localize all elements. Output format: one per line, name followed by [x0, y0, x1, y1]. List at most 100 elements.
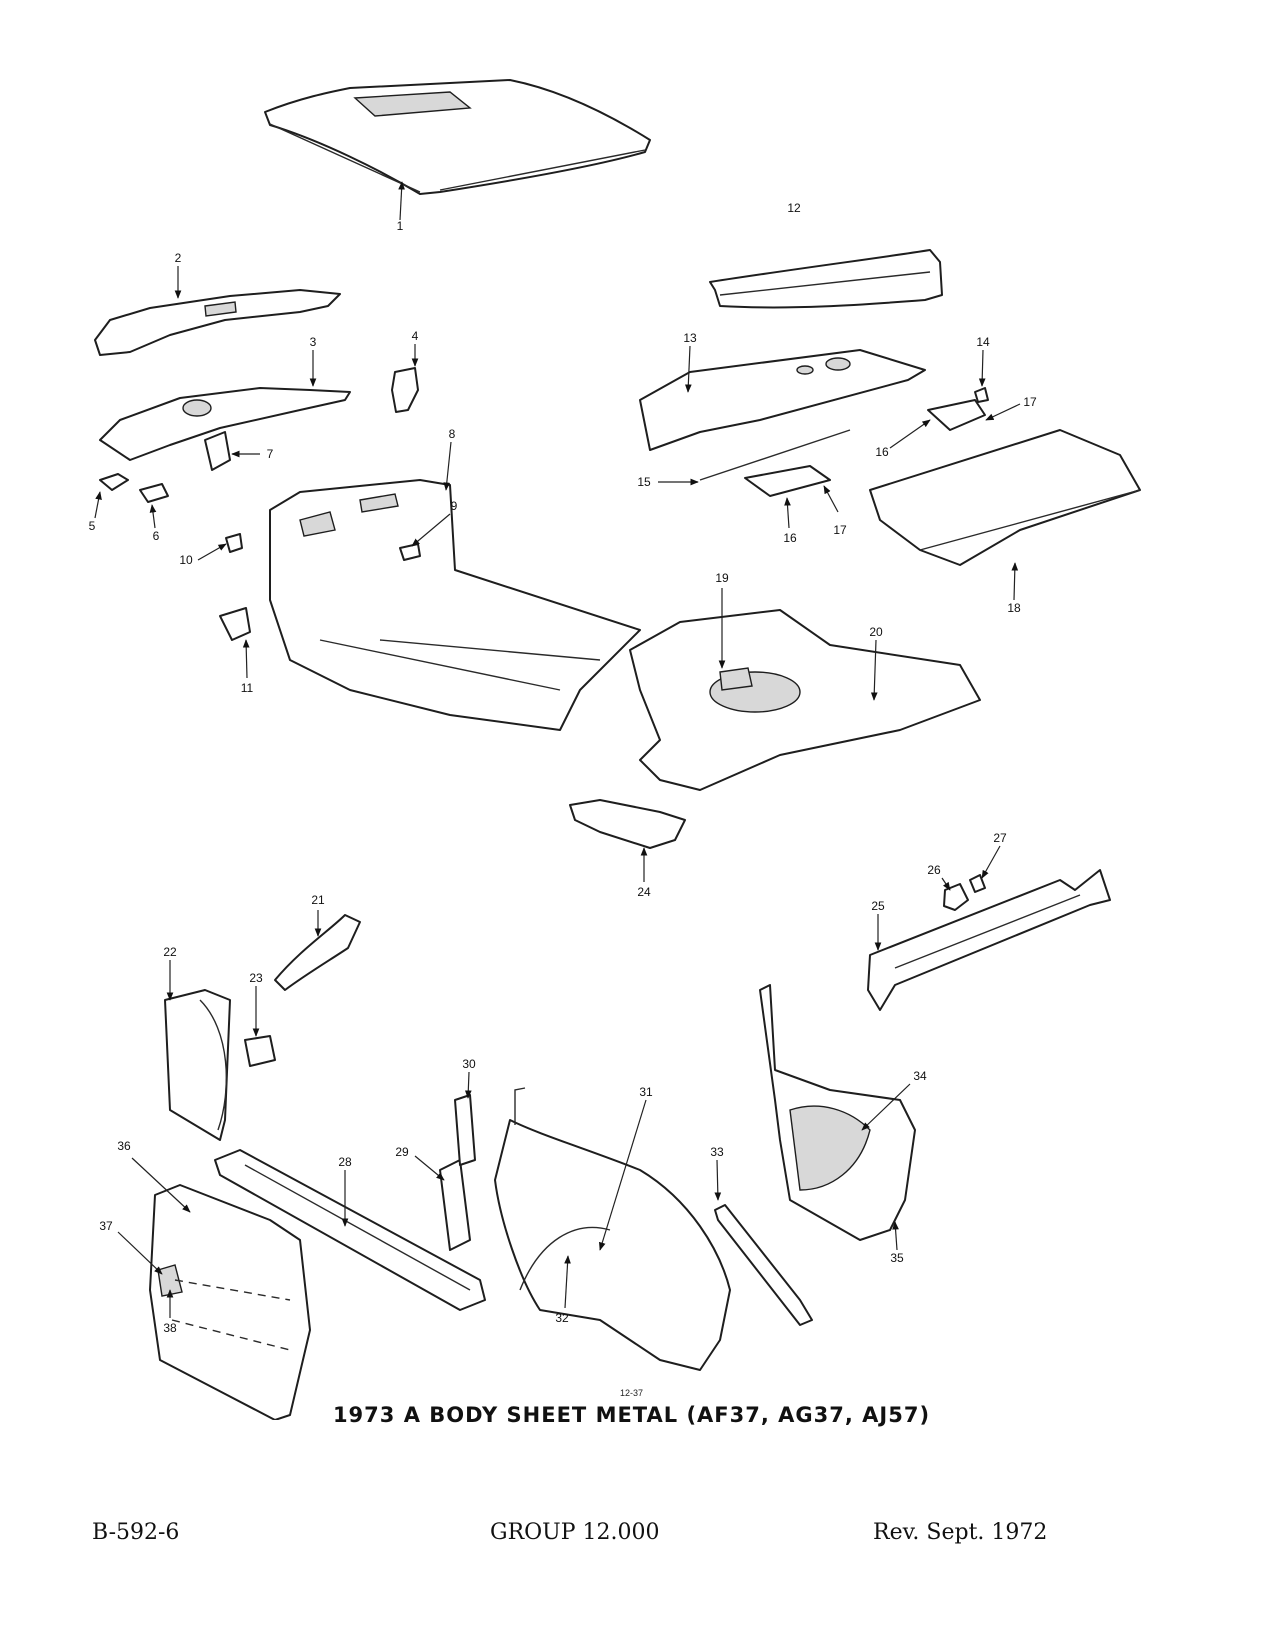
- callout-6: 6: [153, 529, 160, 543]
- callout-21: 21: [311, 893, 325, 907]
- callout-37: 37: [99, 1219, 113, 1233]
- torsion-rod-15: [699, 429, 851, 481]
- bracket-7: [204, 431, 231, 471]
- callout-13: 13: [683, 331, 697, 345]
- leader-6: [149, 504, 157, 529]
- callout-32: 32: [555, 1311, 569, 1325]
- callout-17-right: 17: [1023, 395, 1037, 409]
- leader-30: [464, 1071, 472, 1099]
- leader-16-left: [784, 497, 791, 529]
- bracket-23: [244, 1035, 276, 1067]
- leader-17-left: [823, 485, 839, 513]
- callout-34: 34: [913, 1069, 927, 1083]
- callout-7: 7: [267, 447, 274, 461]
- diagram-caption: 1973 A BODY SHEET METAL (AF37, AG37, AJ5…: [332, 1403, 931, 1427]
- callout-5: 5: [89, 519, 96, 533]
- leader-34: [861, 1083, 911, 1131]
- callout-38: 38: [163, 1321, 177, 1335]
- bracket-9: [399, 543, 421, 561]
- callout-23: 23: [249, 971, 263, 985]
- callout-3: 3: [310, 335, 317, 349]
- brace-21: [274, 914, 361, 991]
- wheelhouse-34: [759, 984, 916, 1241]
- bracket-10: [225, 533, 243, 553]
- callout-labels: 1 2 3 4 5 6 7 8 9 10 11 12 13 14 15 16 1…: [89, 201, 1037, 1335]
- leader-14: [978, 349, 986, 387]
- callout-15: 15: [637, 475, 651, 489]
- exploded-parts-diagram: 1 2 3 4 5 6 7 8 9 10 11 12 13 14 15 16 1…: [89, 79, 1141, 1420]
- bracket-4: [391, 367, 419, 413]
- deck-lid-18: [869, 429, 1141, 566]
- callout-17-left: 17: [833, 523, 847, 537]
- leader-29: [414, 1155, 445, 1181]
- callout-14: 14: [976, 335, 990, 349]
- callout-10: 10: [179, 553, 193, 567]
- callout-36: 36: [117, 1139, 131, 1153]
- leader-17-right: [985, 403, 1021, 421]
- page-footer: B-592-6 GROUP 12.000 Rev. Sept. 1972: [0, 1520, 1263, 1550]
- callout-8: 8: [449, 427, 456, 441]
- leader-lines: [94, 181, 1021, 1318]
- callout-31: 31: [639, 1085, 653, 1099]
- bracket-26: [943, 883, 969, 911]
- document-number: B-592-6: [92, 1520, 180, 1545]
- callout-9: 9: [451, 499, 458, 513]
- callout-19: 19: [715, 571, 729, 585]
- leader-9: [411, 513, 451, 547]
- callout-16-right: 16: [875, 445, 889, 459]
- dash-and-front-floor-8: [269, 479, 641, 731]
- quarter-panel-31: [494, 1087, 731, 1371]
- callout-4: 4: [412, 329, 419, 343]
- callout-12: 12: [787, 201, 801, 215]
- leader-31: [599, 1099, 647, 1251]
- hinge-pillar-22: [164, 989, 231, 1141]
- group-number: GROUP 12.000: [490, 1520, 660, 1545]
- molding-33: [714, 1204, 813, 1326]
- hinge-16-right: [927, 399, 986, 431]
- leader-13: [684, 345, 692, 393]
- leader-16-right: [889, 419, 931, 449]
- leader-26: [941, 877, 951, 891]
- callout-29: 29: [395, 1145, 409, 1159]
- roof-panel: [264, 79, 651, 195]
- leader-5: [94, 491, 102, 519]
- leader-36: [131, 1157, 191, 1213]
- rocker-panel-25: [867, 869, 1111, 1011]
- callout-25: 25: [871, 899, 885, 913]
- bracket-11: [219, 607, 251, 641]
- callout-35: 35: [890, 1251, 904, 1265]
- callout-1: 1: [397, 219, 404, 233]
- leader-33: [714, 1159, 722, 1201]
- revision-date: Rev. Sept. 1972: [873, 1520, 1048, 1545]
- figure-code: 12-37: [619, 1388, 644, 1398]
- leader-10: [197, 543, 227, 561]
- leader-11: [242, 639, 250, 679]
- leader-35: [892, 1221, 899, 1251]
- bracket-5: [99, 473, 129, 491]
- door-shell-36: [149, 1184, 311, 1420]
- callout-18: 18: [1007, 601, 1021, 615]
- rear-floor-pan-20: [629, 609, 981, 791]
- leader-1: [398, 181, 405, 221]
- leader-32: [564, 1255, 571, 1309]
- callout-16-left: 16: [783, 531, 797, 545]
- reinforcement-30: [454, 1094, 476, 1166]
- sill-plate-28: [214, 1149, 486, 1311]
- bracket-29: [439, 1159, 471, 1251]
- cowl-panel-3: [99, 387, 351, 461]
- clip-27: [969, 874, 986, 893]
- rail-24: [569, 799, 686, 849]
- leader-37: [117, 1231, 163, 1275]
- leader-20: [870, 639, 878, 701]
- callout-11: 11: [241, 681, 254, 695]
- callout-28: 28: [338, 1155, 352, 1169]
- callout-27: 27: [993, 831, 1007, 845]
- callout-30: 30: [462, 1057, 476, 1071]
- leader-27: [981, 845, 1001, 879]
- callout-33: 33: [710, 1145, 724, 1159]
- callout-20: 20: [869, 625, 883, 639]
- bracket-6: [139, 483, 169, 503]
- leader-8: [443, 441, 452, 491]
- callout-26: 26: [927, 863, 941, 877]
- callout-22: 22: [163, 945, 177, 959]
